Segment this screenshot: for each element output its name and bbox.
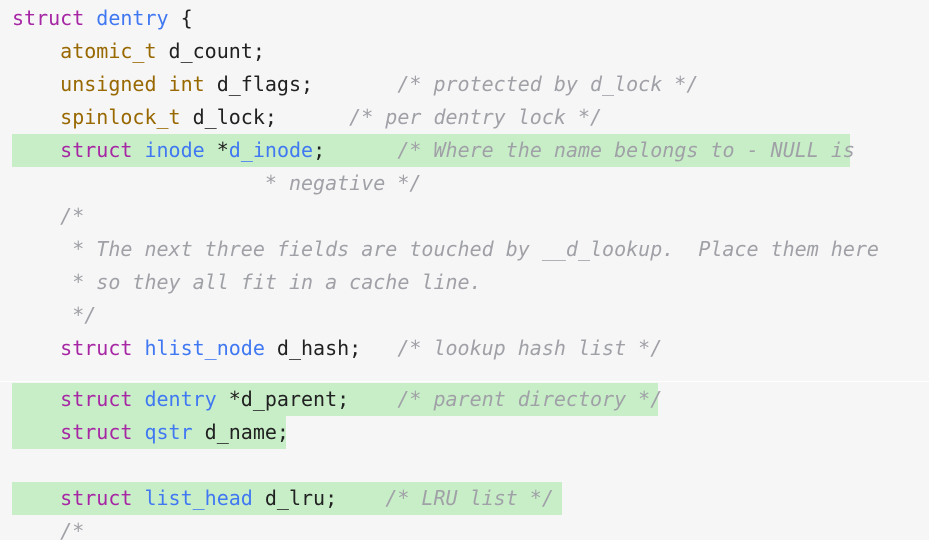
token bbox=[12, 39, 60, 63]
token bbox=[12, 486, 60, 510]
token: /* LRU list */ bbox=[385, 486, 554, 510]
token bbox=[12, 105, 60, 129]
token bbox=[12, 420, 60, 444]
token bbox=[337, 486, 385, 510]
token bbox=[132, 336, 144, 360]
token bbox=[84, 6, 96, 30]
token: d_lock; bbox=[180, 105, 277, 129]
code-line-comment-l2: * so they all fit in a cache line. bbox=[12, 266, 482, 299]
token: /* bbox=[60, 204, 85, 228]
token bbox=[277, 105, 349, 129]
token bbox=[157, 72, 169, 96]
token: struct bbox=[60, 336, 133, 360]
token: /* protected by d_lock */ bbox=[397, 72, 699, 96]
token: d_inode bbox=[228, 138, 314, 162]
token: * so they all fit in a cache line. bbox=[72, 270, 482, 294]
code-line-d-name: struct qstr d_name; bbox=[12, 416, 289, 449]
token: dentry bbox=[96, 6, 169, 30]
token bbox=[12, 72, 60, 96]
code-line-d-parent: struct dentry *d_parent; /* parent direc… bbox=[12, 383, 662, 416]
code-line-comment-close: */ bbox=[12, 299, 96, 332]
highlight-d-name bbox=[12, 416, 286, 449]
token: spinlock_t bbox=[60, 105, 181, 129]
token bbox=[12, 336, 60, 360]
token: hlist_node bbox=[144, 336, 265, 360]
token bbox=[12, 138, 60, 162]
token: *d_parent; bbox=[216, 387, 350, 411]
token: /* lookup hash list */ bbox=[397, 336, 663, 360]
token: d_name; bbox=[192, 420, 289, 444]
token bbox=[361, 336, 397, 360]
token bbox=[349, 387, 397, 411]
token: atomic_t bbox=[60, 39, 157, 63]
code-line-d-count: atomic_t d_count; bbox=[12, 35, 265, 68]
token bbox=[12, 171, 265, 195]
token: qstr bbox=[144, 420, 193, 444]
token: struct bbox=[12, 6, 85, 30]
code-line-d-lock: spinlock_t d_lock; /* per dentry lock */ bbox=[12, 101, 602, 134]
code-line-d-inode-cont: * negative */ bbox=[12, 167, 422, 200]
token: dentry bbox=[144, 387, 217, 411]
token: struct bbox=[60, 138, 133, 162]
token: d_count; bbox=[156, 39, 265, 63]
token: /* bbox=[60, 519, 85, 540]
token: struct bbox=[60, 486, 133, 510]
code-line-d-flags: unsigned int d_flags; /* protected by d_… bbox=[12, 68, 698, 101]
section-divider bbox=[0, 381, 929, 382]
token bbox=[132, 420, 144, 444]
token: * negative */ bbox=[264, 171, 422, 195]
token: /* per dentry lock */ bbox=[349, 105, 603, 129]
token: int bbox=[168, 72, 205, 96]
code-line-comment2-open: /* bbox=[12, 515, 84, 540]
token: * bbox=[204, 138, 229, 162]
token: d_flags; bbox=[204, 72, 314, 96]
highlight-d-parent bbox=[12, 383, 658, 416]
code-line-comment-l1: * The next three fields are touched by _… bbox=[12, 233, 879, 266]
code-line-d-inode: struct inode *d_inode; /* Where the name… bbox=[12, 134, 855, 167]
token: * The next three fields are touched by _… bbox=[72, 237, 879, 261]
token: struct bbox=[60, 387, 133, 411]
token: struct bbox=[60, 420, 133, 444]
highlight-d-inode bbox=[12, 134, 850, 167]
token bbox=[12, 519, 60, 540]
token bbox=[132, 387, 144, 411]
token: ; bbox=[313, 138, 326, 162]
token bbox=[12, 237, 72, 261]
token bbox=[12, 204, 60, 228]
token bbox=[12, 270, 72, 294]
code-line-d-hash: struct hlist_node d_hash; /* lookup hash… bbox=[12, 332, 662, 365]
token: inode bbox=[144, 138, 205, 162]
code-line-d-lru: struct list_head d_lru; /* LRU list */ bbox=[12, 482, 554, 515]
token bbox=[12, 387, 60, 411]
token bbox=[132, 138, 144, 162]
token: { bbox=[168, 6, 193, 30]
token: d_lru; bbox=[252, 486, 338, 510]
highlight-d-lru bbox=[12, 482, 562, 515]
token: list_head bbox=[144, 486, 253, 510]
token: /* parent directory */ bbox=[397, 387, 663, 411]
token bbox=[12, 303, 72, 327]
code-line-comment-open: /* bbox=[12, 200, 84, 233]
token bbox=[313, 72, 397, 96]
token: d_hash; bbox=[264, 336, 362, 360]
token bbox=[325, 138, 397, 162]
code-line-struct-open: struct dentry { bbox=[12, 2, 193, 35]
token: unsigned bbox=[60, 72, 157, 96]
token bbox=[132, 486, 144, 510]
token: /* Where the name belongs to - NULL is bbox=[397, 138, 855, 162]
token: */ bbox=[72, 303, 97, 327]
